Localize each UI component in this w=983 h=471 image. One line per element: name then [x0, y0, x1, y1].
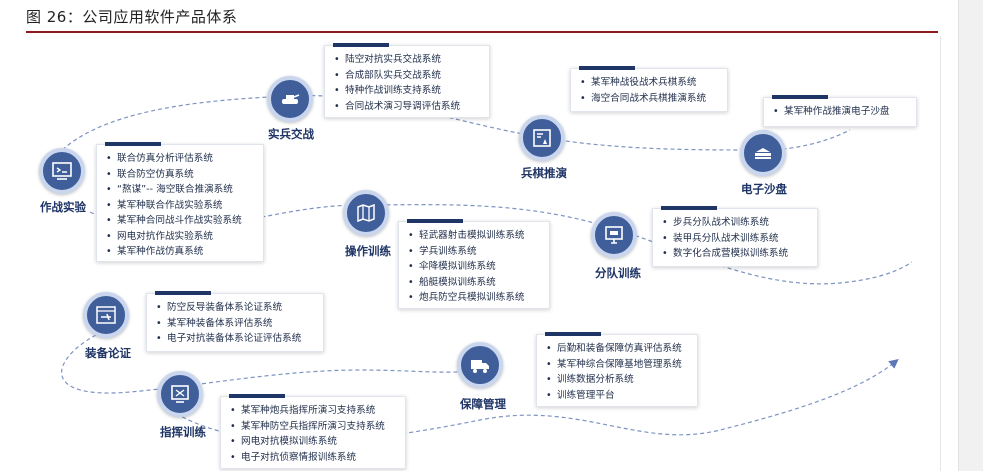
list-item: 某军种战役战术兵棋系统	[579, 75, 719, 91]
list-item: 伞降模拟训练系统	[407, 259, 541, 275]
card-operation-training: 轻武器射击模拟训练系统 学兵训练系统 伞降模拟训练系统 船艇模拟训练系统 炮兵防…	[398, 219, 550, 309]
list-item: 电子对抗侦察情报训练系统	[229, 450, 397, 466]
card-accent-bar	[545, 332, 601, 336]
aircraft-icon	[96, 306, 116, 324]
node-squad-training[interactable]	[591, 212, 637, 258]
card-accent-bar	[333, 43, 389, 47]
card-accent-bar	[105, 142, 161, 146]
node-combat-experiment[interactable]	[39, 148, 85, 194]
node-command-training[interactable]	[157, 371, 203, 417]
label-live-combat: 实兵交战	[268, 127, 314, 141]
figure-title: 图 26：公司应用软件产品体系	[26, 8, 238, 26]
truck-icon	[471, 360, 489, 373]
card-sandbox: 某军种作战推演电子沙盘	[763, 95, 917, 127]
list-item: 特种作战训练支持系统	[333, 83, 481, 99]
list-item: 轻武器射击模拟训练系统	[407, 228, 541, 244]
card-command-training: 某军种炮兵指挥所演习支持系统 某军种防空兵指挥所演习支持系统 网电对抗模拟训练系…	[220, 394, 406, 469]
list-item: 联合仿真分析评估系统	[105, 151, 255, 167]
list-item: 防空反导装备体系论证系统	[155, 300, 315, 316]
list-item: 合成部队实兵交战系统	[333, 68, 481, 84]
list-item: 船艇模拟训练系统	[407, 275, 541, 291]
label-command-training: 指挥训练	[160, 425, 206, 439]
label-combat-experiment: 作战实验	[40, 200, 86, 214]
list-item: 学兵训练系统	[407, 244, 541, 260]
label-wargame: 兵棋推演	[521, 166, 567, 180]
list-item: 步兵分队战术训练系统	[661, 215, 809, 231]
node-operation-training[interactable]	[343, 190, 389, 236]
list-item: 后勤和装备保障仿真评估系统	[545, 341, 689, 357]
card-accent-bar	[579, 66, 635, 70]
list-item: 某军种装备体系评估系统	[155, 316, 315, 332]
node-logistics[interactable]	[457, 342, 503, 388]
list-item: 电子对抗装备体系论证评估系统	[155, 331, 315, 347]
list-item: 某军种联合作战实验系统	[105, 198, 255, 214]
list-item: 某军种综合保障基地管理系统	[545, 357, 689, 373]
card-accent-bar	[155, 291, 211, 295]
card-live-combat: 陆空对抗实兵交战系统 合成部队实兵交战系统 特种作战训练支持系统 合同战术演习导…	[324, 43, 490, 118]
list-item: 炮兵防空兵模拟训练系统	[407, 290, 541, 306]
label-operation-training: 操作训练	[345, 244, 391, 258]
list-item: 训练管理平台	[545, 388, 689, 404]
sandtable-icon	[755, 148, 771, 159]
list-item: 训练数据分析系统	[545, 372, 689, 388]
card-accent-bar	[407, 219, 463, 223]
card-wargame: 某军种战役战术兵棋系统 海空合同战术兵棋推演系统	[570, 66, 728, 112]
gameboard-icon	[533, 129, 551, 147]
label-sandbox: 电子沙盘	[741, 182, 787, 196]
label-equipment-demo: 装备论证	[85, 346, 131, 360]
monitor-icon	[605, 226, 623, 244]
title-rule	[26, 31, 938, 33]
card-squad-training: 步兵分队战术训练系统 装甲兵分队战术训练系统 数字化合成营模拟训练系统	[652, 206, 818, 267]
map-icon	[357, 203, 375, 223]
card-logistics: 后勤和装备保障仿真评估系统 某军种综合保障基地管理系统 训练数据分析系统 训练管…	[536, 332, 698, 407]
list-item: 网电对抗模拟训练系统	[229, 434, 397, 450]
node-live-combat[interactable]	[267, 76, 313, 122]
vertical-scrollbar[interactable]	[958, 0, 983, 471]
list-item: 装甲兵分队战术训练系统	[661, 231, 809, 247]
node-wargame[interactable]	[519, 115, 565, 161]
card-accent-bar	[229, 394, 285, 398]
presentation-icon	[52, 162, 72, 180]
label-logistics: 保障管理	[460, 397, 506, 411]
list-item: 陆空对抗实兵交战系统	[333, 52, 481, 68]
list-item: 某军种合同战斗作战实验系统	[105, 213, 255, 229]
list-item: 某军种炮兵指挥所演习支持系统	[229, 403, 397, 419]
list-item: 海空合同战术兵棋推演系统	[579, 91, 719, 107]
page-divider	[940, 36, 941, 471]
label-squad-training: 分队训练	[595, 266, 641, 280]
tank-icon	[282, 94, 300, 104]
list-item: 某军种作战仿真系统	[105, 244, 255, 260]
card-accent-bar	[661, 206, 717, 210]
card-equipment-demo: 防空反导装备体系论证系统 某军种装备体系评估系统 电子对抗装备体系论证评估系统	[146, 291, 324, 352]
list-item: 某军种作战推演电子沙盘	[772, 104, 908, 120]
list-item: 合同战术演习导调评估系统	[333, 99, 481, 115]
list-item: “熬谋”-- 海空联合推演系统	[105, 182, 255, 198]
node-equipment-demo[interactable]	[83, 292, 129, 338]
command-screen-icon	[171, 385, 189, 403]
node-sandbox[interactable]	[740, 130, 786, 176]
list-item: 网电对抗作战实验系统	[105, 229, 255, 245]
list-item: 联合防空仿真系统	[105, 167, 255, 183]
list-item: 某军种防空兵指挥所演习支持系统	[229, 419, 397, 435]
card-accent-bar	[772, 95, 828, 99]
card-combat-experiment: 联合仿真分析评估系统 联合防空仿真系统 “熬谋”-- 海空联合推演系统 某军种联…	[96, 142, 264, 262]
list-item: 数字化合成营模拟训练系统	[661, 246, 809, 262]
